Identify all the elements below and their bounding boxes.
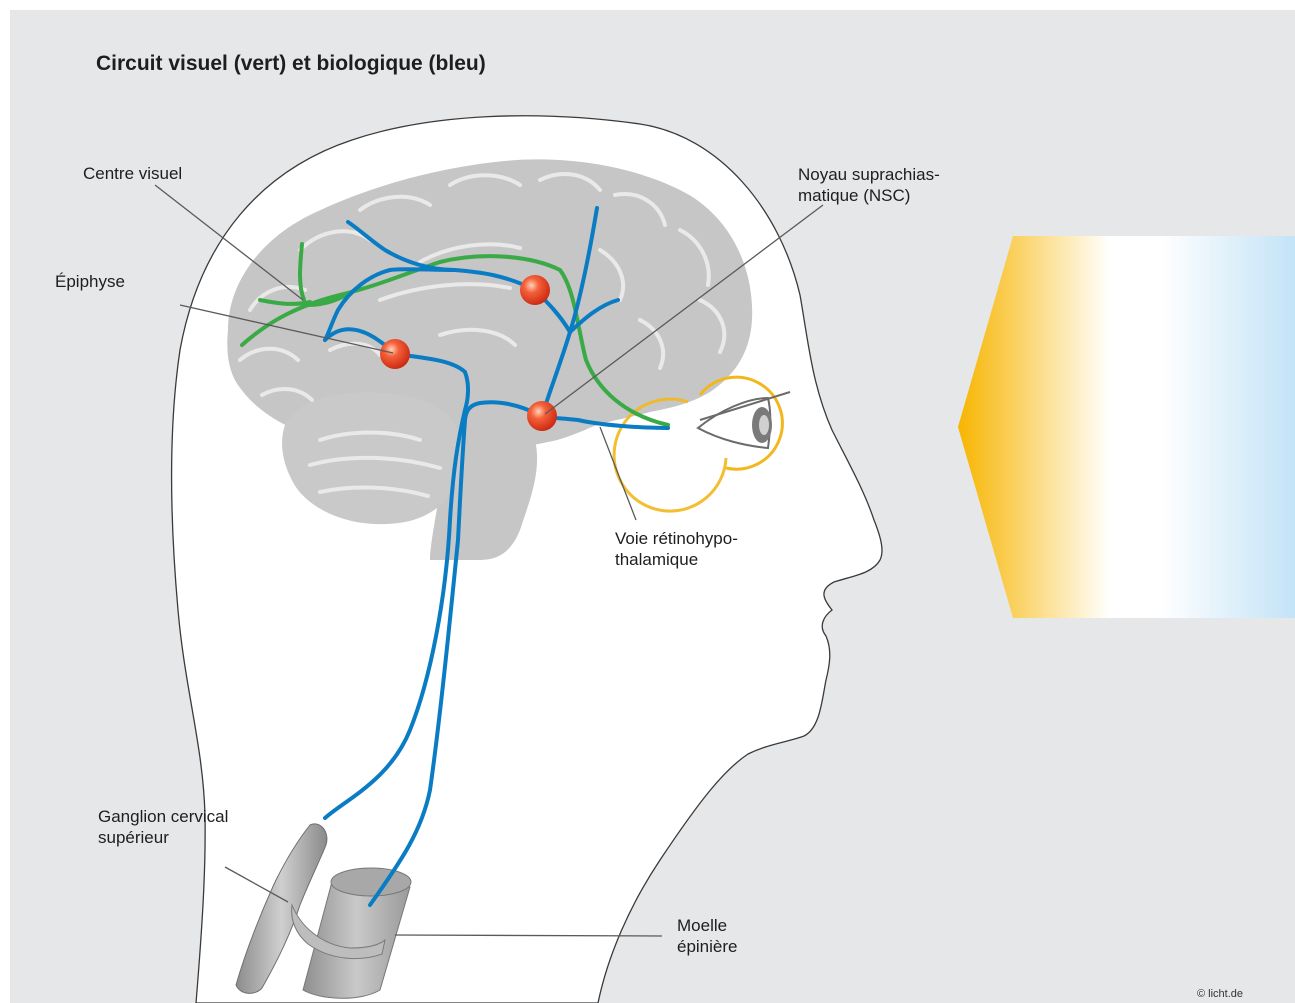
label-moelle-line2: épinière [677,937,738,956]
epiphysis-marker [380,339,410,369]
label-moelle-line1: Moelle [677,916,727,935]
copyright: © licht.de [1197,988,1243,1000]
label-ganglion-line2: supérieur [98,828,169,847]
diagram-title: Circuit visuel (vert) et biologique (ble… [96,52,486,75]
label-nsc-line2: matique (NSC) [798,186,910,205]
label-voie-line1: Voie rétinohypo- [615,529,738,548]
light-beam [958,236,1295,618]
label-voie-line2: thalamique [615,550,698,569]
label-centre-visuel: Centre visuel [83,164,182,183]
label-epiphyse: Épiphyse [55,272,125,291]
label-ganglion-line1: Ganglion cervical [98,807,228,826]
scn-marker [527,401,557,431]
nucleus-marker [520,275,550,305]
label-nsc-line1: Noyau suprachias- [798,165,940,184]
